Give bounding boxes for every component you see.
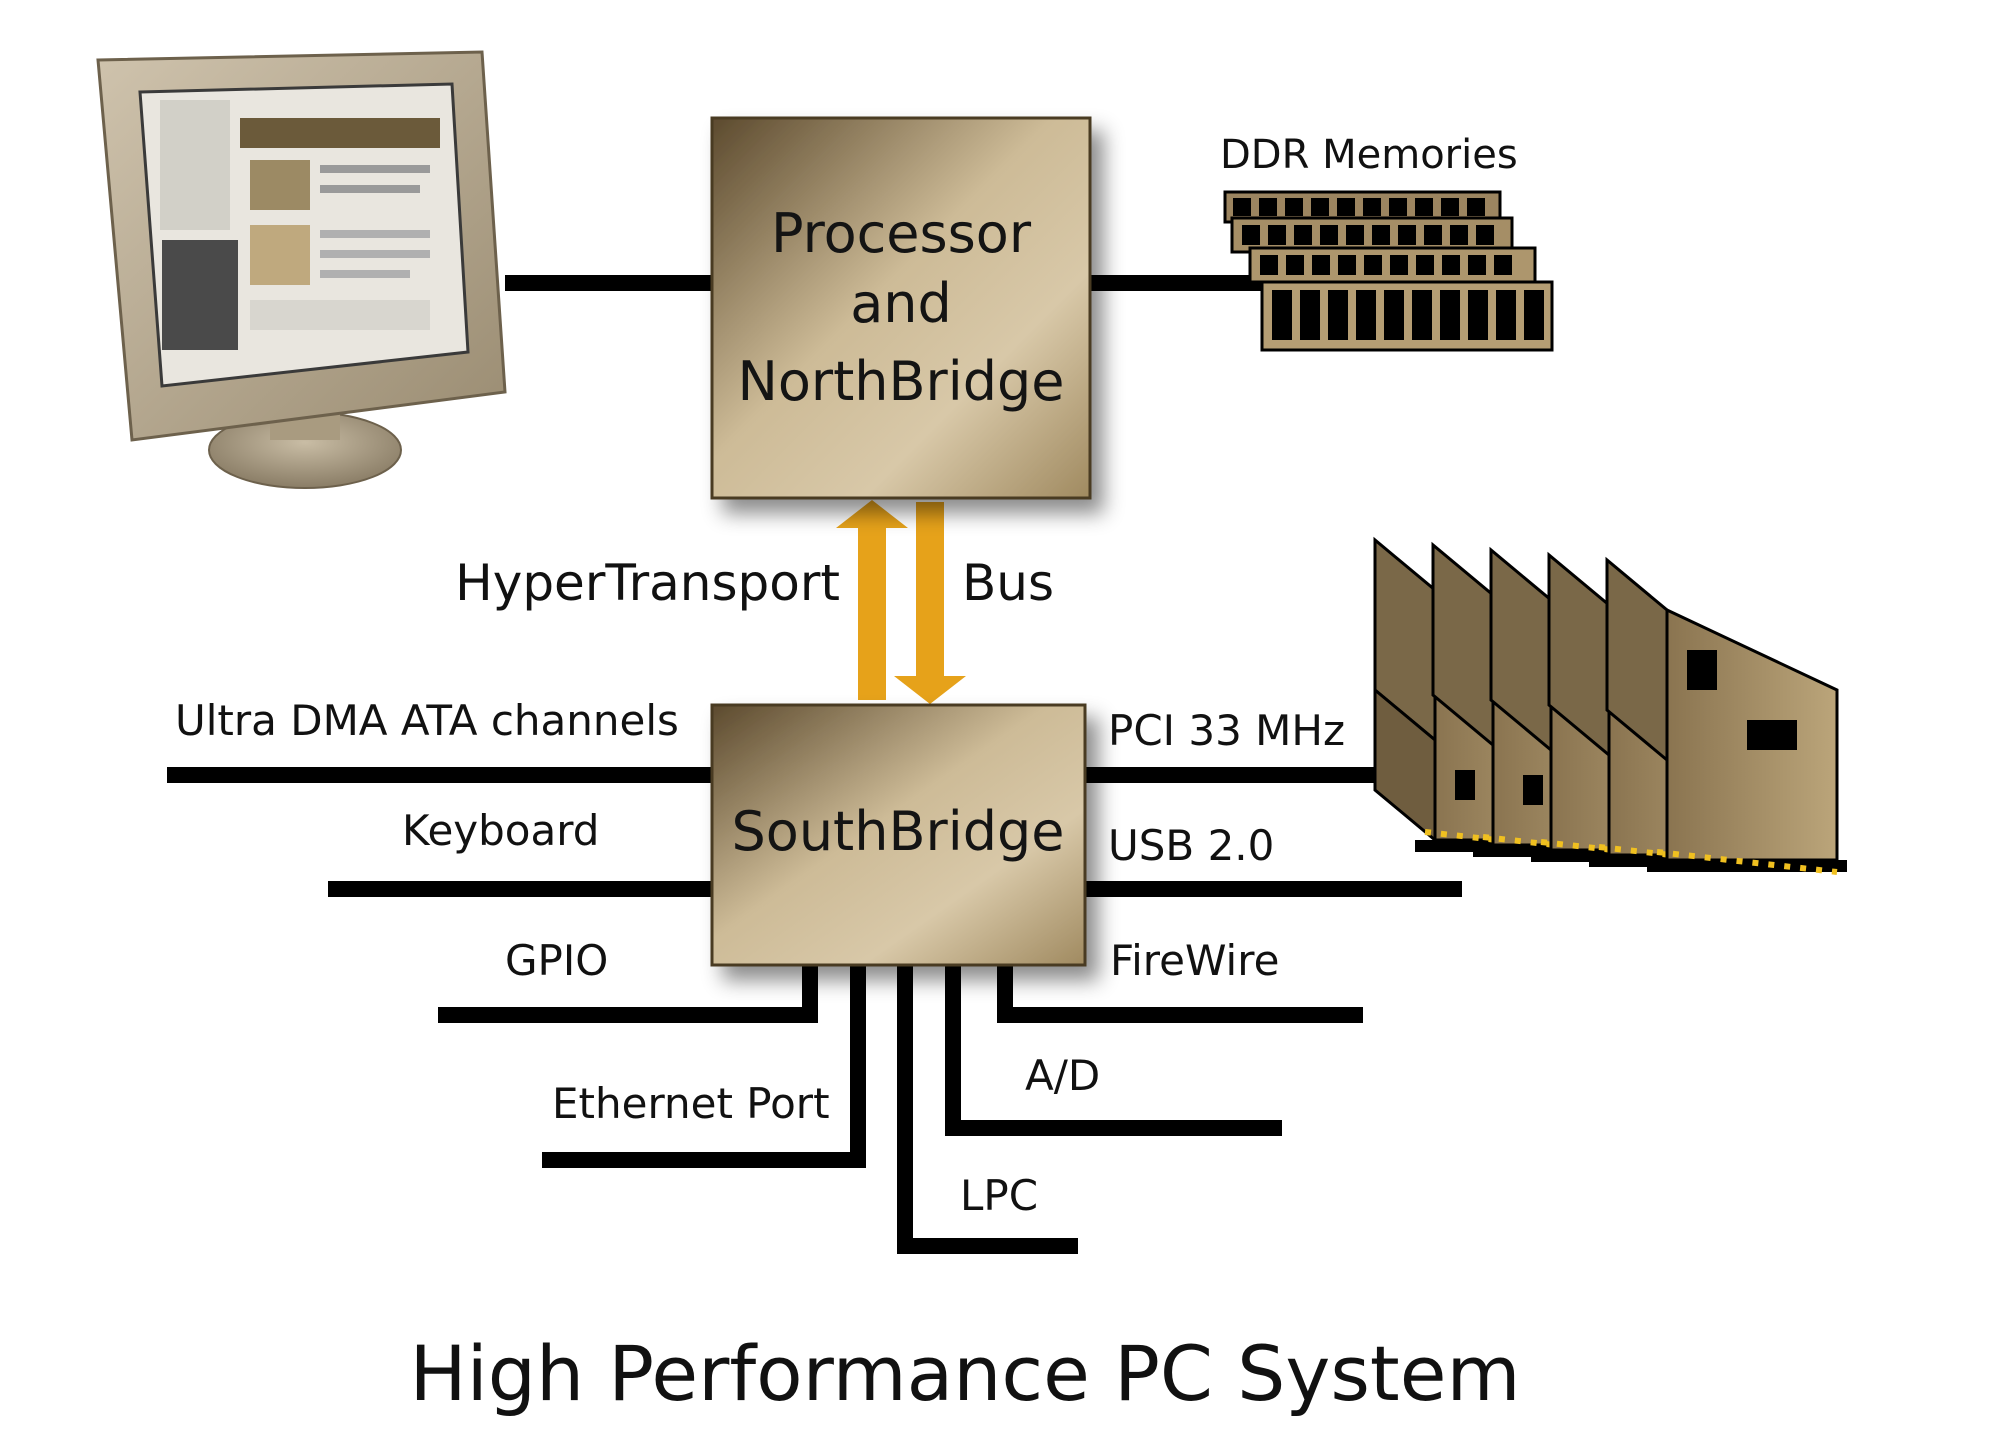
lpc-label: LPC (960, 1171, 1038, 1220)
hypertransport-label: HyperTransport (455, 554, 840, 612)
hypertransport-arrows (836, 500, 966, 704)
gpio-label: GPIO (505, 936, 608, 985)
lpc-bus-line (897, 965, 1078, 1254)
monitor-icon (96, 50, 507, 489)
firewire-bus-line (997, 965, 1363, 1023)
bus-label: Bus (962, 554, 1054, 612)
memory-label: DDR Memories (1220, 132, 1518, 178)
usb-label: USB 2.0 (1108, 821, 1274, 870)
ata-channels-label: Ultra DMA ATA channels (175, 696, 679, 745)
connection-lines (167, 275, 1500, 1254)
ad-label: A/D (1025, 1051, 1100, 1100)
ethernet-port-label: Ethernet Port (552, 1079, 830, 1128)
northbridge-line-2: and (850, 272, 952, 335)
northbridge-line-1: Processor (771, 202, 1032, 265)
pci-label: PCI 33 MHz (1108, 706, 1345, 755)
memory-modules-icon (1223, 190, 1554, 352)
southbridge-chip: SouthBridge (710, 703, 1087, 967)
firewire-label: FireWire (1110, 936, 1279, 985)
southbridge-label: SouthBridge (732, 800, 1065, 863)
gpio-bus-line (438, 965, 818, 1023)
up-arrow-icon (836, 500, 908, 700)
northbridge-line-3: NorthBridge (737, 350, 1064, 413)
northbridge-chip: Processor and NorthBridge (710, 116, 1092, 500)
ad-bus-line (945, 965, 1282, 1136)
ethernet-bus-line (542, 965, 866, 1168)
pci-cards-icon (1373, 536, 1847, 875)
down-arrow-icon (894, 502, 966, 704)
keyboard-label: Keyboard (402, 806, 599, 855)
diagram-caption: High Performance PC System (409, 1329, 1520, 1418)
